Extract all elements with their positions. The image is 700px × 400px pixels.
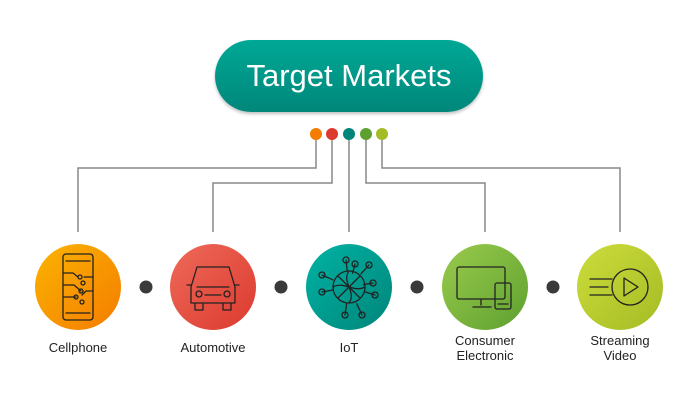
connector-dot	[326, 128, 338, 140]
cellphone-circuit-icon	[62, 253, 94, 321]
title-pill: Target Markets	[215, 40, 483, 112]
market-1	[170, 244, 256, 330]
separator-dot	[274, 280, 288, 294]
label-streaming-video: Streaming Video	[590, 333, 650, 363]
market-0	[35, 244, 121, 330]
label-automotive: Automotive	[180, 340, 246, 355]
separator-dot	[546, 280, 560, 294]
car-icon	[186, 266, 240, 311]
connector-line	[381, 134, 621, 232]
connector-line	[212, 134, 333, 232]
connector-dot	[310, 128, 322, 140]
connector-dot	[376, 128, 388, 140]
connector-line	[77, 134, 317, 232]
separator-dot	[139, 280, 153, 294]
connector-dot	[343, 128, 355, 140]
label-iot: IoT	[339, 340, 359, 355]
market-4	[577, 244, 663, 330]
streaming-play-icon	[589, 268, 649, 306]
separator-dot	[410, 280, 424, 294]
network-globe-icon	[318, 256, 379, 319]
market-3	[442, 244, 528, 330]
label-consumer-electronic: Consumer Electronic	[455, 333, 515, 363]
monitor-tablet-icon	[456, 266, 512, 310]
market-2	[306, 244, 392, 330]
connector-line	[365, 134, 486, 232]
connector-dot	[360, 128, 372, 140]
label-cellphone: Cellphone	[48, 340, 108, 355]
